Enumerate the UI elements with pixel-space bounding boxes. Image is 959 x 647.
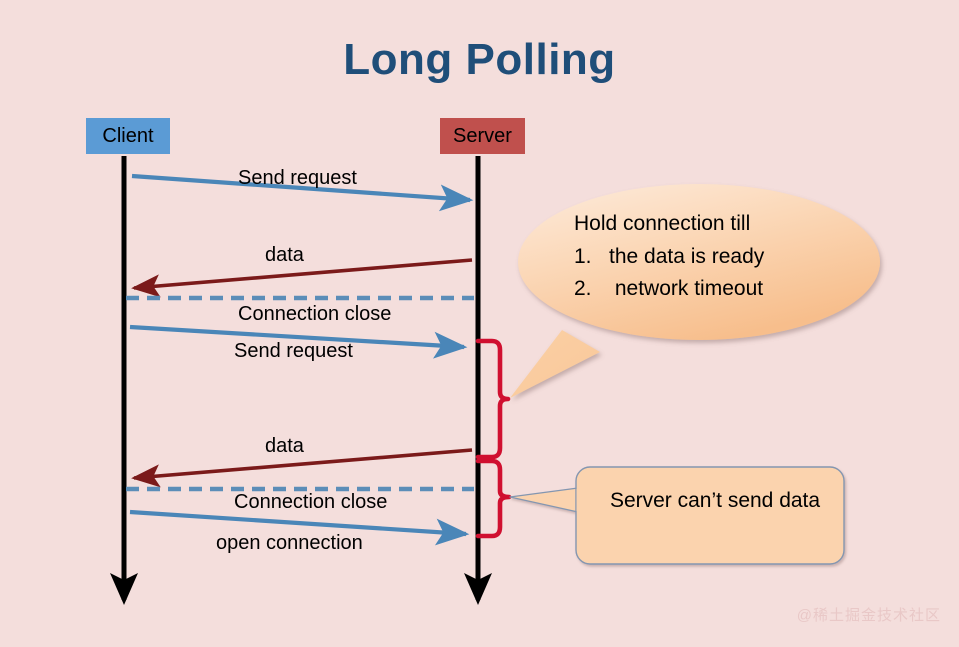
callout-server-cant-send xyxy=(509,466,845,565)
actor-box-client[interactable]: Client xyxy=(86,118,170,154)
message-label-connection-close-1: Connection close xyxy=(238,303,392,325)
brace-lower xyxy=(475,458,512,539)
callout-text-hold-connection: Hold connection till 1. the data is read… xyxy=(574,212,765,301)
actor-box-server[interactable]: Server xyxy=(440,118,525,154)
message-label-data-1: data xyxy=(265,244,304,266)
message-label-send-request-1: Send request xyxy=(238,167,357,189)
message-label-connection-close-2: Connection close xyxy=(234,491,388,513)
message-arrow-send-request-1 xyxy=(131,173,474,212)
watermark: @稀土掘金技术社区 xyxy=(796,607,941,624)
brace-upper xyxy=(475,338,511,460)
message-arrow-data-2 xyxy=(131,448,473,488)
page-title: Long Polling xyxy=(343,35,616,84)
message-label-data-2: data xyxy=(265,435,304,457)
message-label-open-connection: open connection xyxy=(216,532,363,554)
actor-label-server: Server xyxy=(453,125,512,147)
message-arrow-data-1 xyxy=(131,258,473,298)
callout-hold-connection xyxy=(510,184,880,398)
message-arrow-open-connection xyxy=(129,509,470,546)
message-label-send-request-2: Send request xyxy=(234,340,353,362)
message-arrow-send-request-2 xyxy=(129,324,468,359)
actor-label-client: Client xyxy=(102,125,154,147)
callout-text-server-cant-send: Server can’t send data xyxy=(609,489,821,512)
